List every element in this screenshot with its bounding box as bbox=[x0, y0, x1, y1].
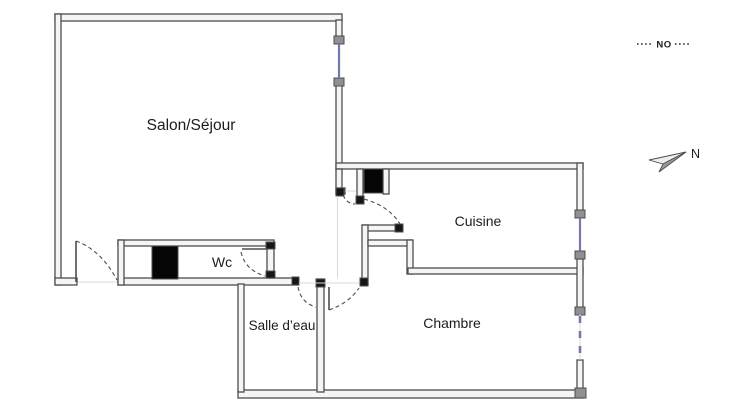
wall-wc-top bbox=[117, 239, 275, 247]
sill-kitchen-window-bottom bbox=[574, 250, 586, 260]
chambre-door-arc bbox=[328, 287, 360, 311]
wall-right-lower bbox=[576, 359, 584, 392]
post-wc-right-top bbox=[265, 241, 276, 250]
technical-shafts bbox=[151, 168, 384, 280]
post-entry-vertical-bottom bbox=[359, 277, 369, 287]
doors bbox=[75, 194, 401, 311]
sill-chambre-window-top bbox=[574, 306, 586, 316]
orientation-marker: NO bbox=[637, 40, 691, 51]
label-cuisine: Cuisine bbox=[455, 213, 502, 229]
wall-right-middle bbox=[576, 258, 584, 309]
label-chambre: Chambre bbox=[423, 315, 481, 331]
wall-salon-right-lower bbox=[335, 84, 343, 170]
post-wc-right-bottom bbox=[265, 270, 276, 279]
wall-shaft-right bbox=[382, 168, 390, 195]
sill-salon-window-bottom bbox=[333, 77, 345, 87]
orientation-label: NO bbox=[656, 40, 671, 51]
window-sills bbox=[333, 35, 587, 399]
wall-salon-bottom-left bbox=[54, 277, 78, 286]
entry-door-arc bbox=[363, 198, 401, 225]
sill-salon-window-top bbox=[333, 35, 345, 45]
label-salon: Salon/Séjour bbox=[147, 117, 236, 134]
shaft-entry-block bbox=[363, 168, 384, 194]
wall-right-upper bbox=[576, 162, 584, 212]
wall-kitchen-bottom bbox=[407, 267, 584, 275]
post-entry-stub bbox=[355, 195, 365, 205]
wall-bodies bbox=[54, 13, 584, 399]
wall-wc-left bbox=[117, 239, 125, 286]
sill-kitchen-window-top bbox=[574, 209, 586, 219]
wall-chambre-north-inner bbox=[367, 239, 413, 247]
post-entry-closet bbox=[335, 187, 345, 197]
wall-salon-right-upper bbox=[335, 19, 343, 39]
compass-north-label: N bbox=[691, 147, 700, 161]
compass: N bbox=[648, 147, 700, 173]
closet-door-arc bbox=[342, 194, 356, 205]
cap-bottom-right-corner bbox=[574, 387, 587, 399]
post-entry-door-wall-end bbox=[394, 223, 404, 233]
wall-wc-bottom bbox=[117, 277, 299, 286]
post-salledeau-doorway bbox=[291, 276, 300, 286]
label-salledeau: Salle d’eau bbox=[249, 318, 316, 333]
label-wc: Wc bbox=[212, 254, 232, 270]
walls bbox=[54, 13, 587, 399]
wall-posts bbox=[265, 187, 404, 288]
wall-entry-vertical bbox=[361, 224, 369, 286]
compass-arrow-fold bbox=[658, 151, 687, 173]
room-labels: Salon/Séjour Cuisine Wc Salle d’eau Cham… bbox=[147, 117, 502, 333]
wall-salon-left bbox=[54, 13, 62, 286]
wall-chambre-left bbox=[316, 278, 325, 393]
wc-door-arc bbox=[240, 251, 266, 277]
salon-door-arc bbox=[75, 240, 118, 281]
salledeau-door-arc bbox=[297, 286, 317, 308]
windows bbox=[337, 44, 582, 359]
wall-kitchen-top bbox=[335, 162, 584, 170]
shaft-wc-block bbox=[151, 245, 179, 280]
wall-salledeau-left bbox=[237, 283, 245, 393]
wall-salon-top bbox=[54, 13, 343, 22]
wall-bottom bbox=[237, 389, 584, 399]
